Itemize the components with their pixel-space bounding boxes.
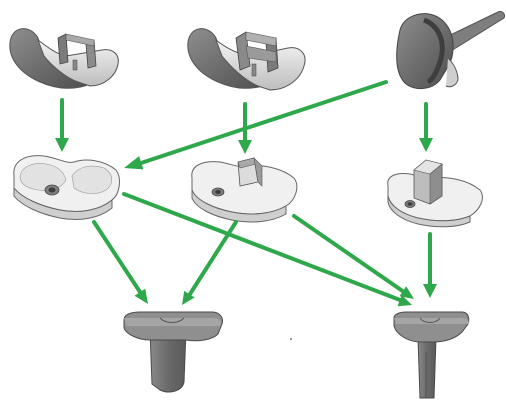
insert-hinged-component (387, 159, 483, 228)
connection-arrows (55, 80, 437, 307)
arrow-femoral-hinged-to-insert-cr (124, 80, 388, 170)
femoral-ps-component (187, 28, 306, 91)
arrow-femoral-ps-to-insert-ps (238, 102, 252, 154)
femoral-cr-component (9, 28, 119, 89)
femoral-hinged-component (396, 11, 505, 89)
insert-cr-component (13, 155, 120, 221)
stray-dot (290, 338, 292, 340)
arrow-femoral-cr-to-insert-cr (55, 98, 69, 152)
arrow-femoral-hinged-to-insert-hinged (419, 102, 433, 152)
tray-primary-component (123, 311, 223, 393)
tray-revision-component (393, 311, 470, 399)
insert-ps-component (191, 157, 298, 223)
arrow-insert-ps-to-tray-revision (292, 214, 414, 299)
arrow-insert-cr-to-tray-primary (92, 220, 148, 304)
arrow-insert-cr-to-tray-revision (122, 192, 412, 307)
arrow-insert-hinged-to-tray-revision (423, 232, 437, 298)
arrow-insert-ps-to-tray-primary (182, 220, 238, 305)
